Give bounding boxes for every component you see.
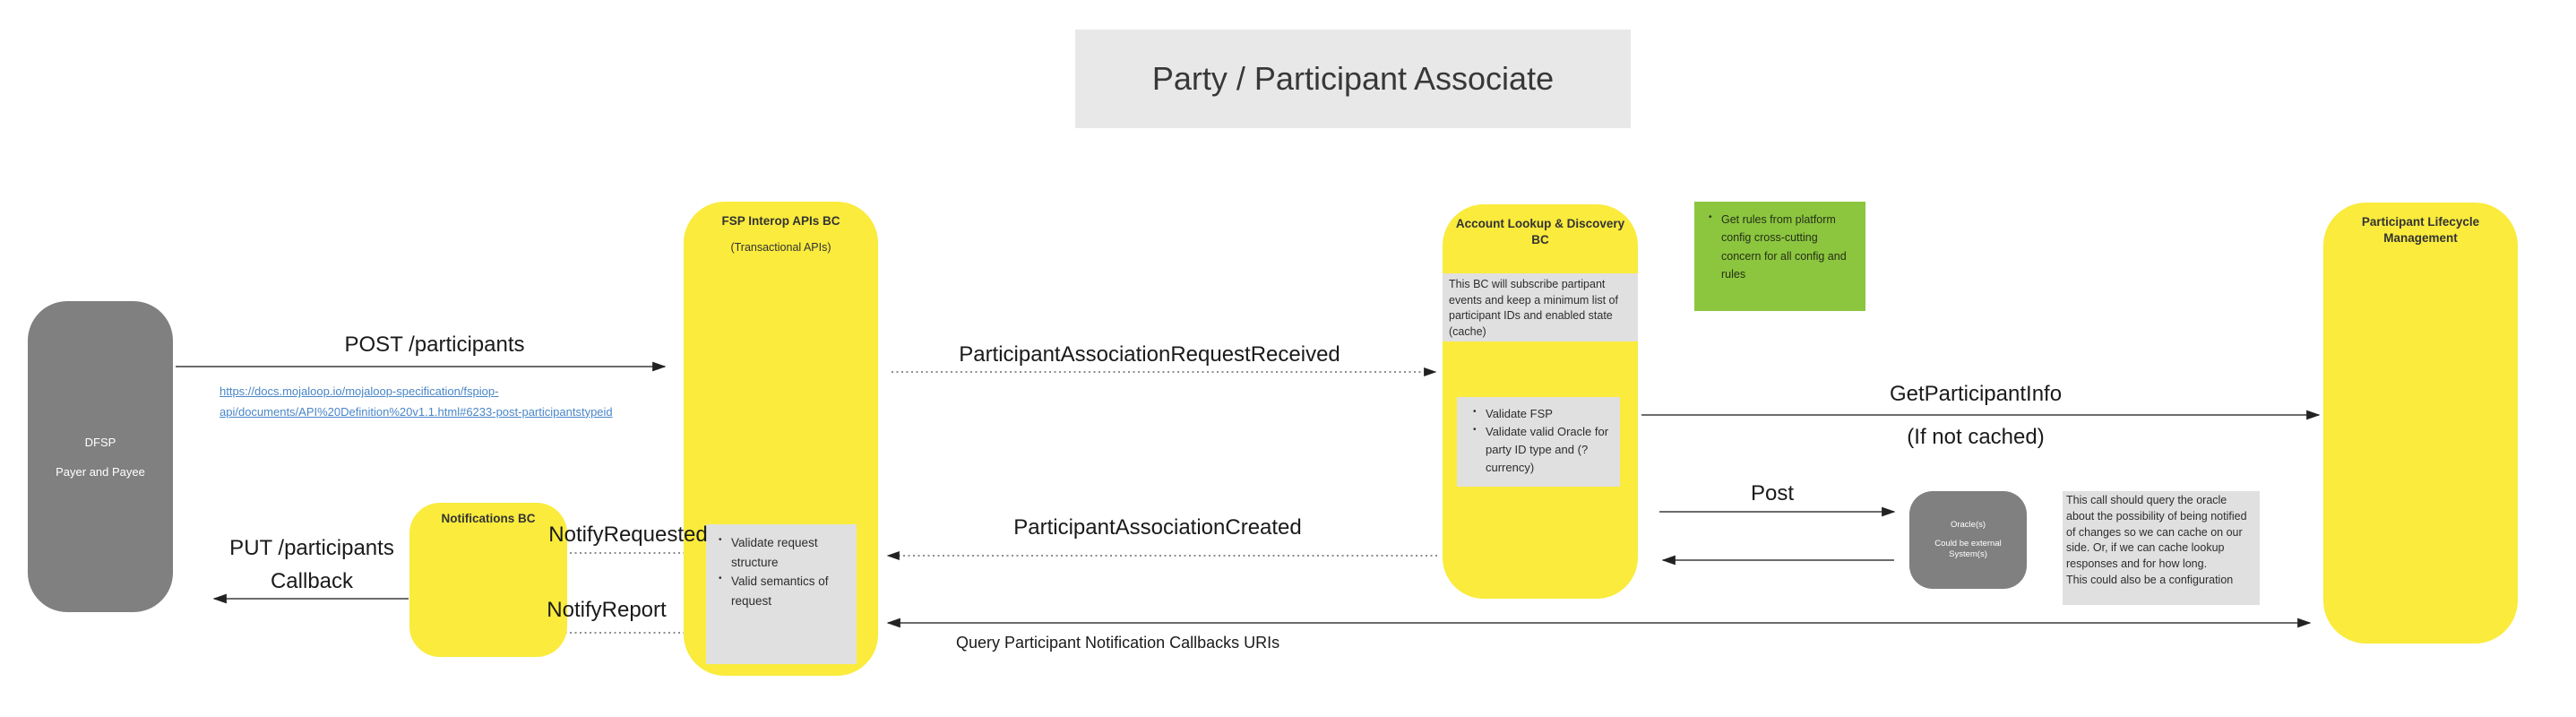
label-query-notification-callbacks-uris: Query Participant Notification Callbacks…	[956, 634, 1280, 652]
oracle-cache-note: This call should query the oracle about …	[2063, 491, 2260, 605]
label-notify-report: NotifyReport	[547, 598, 667, 622]
platform-rules-item: Get rules from platform config cross-cut…	[1709, 211, 1858, 283]
notifications-title: Notifications BC	[441, 512, 536, 525]
participant-lifecycle-title: Participant Lifecycle Management	[2361, 215, 2480, 245]
dfsp-role: Payer and Payee	[56, 464, 145, 479]
put-participants-line1: PUT /participants	[229, 536, 394, 560]
label-post-participants: POST /participants	[344, 333, 525, 357]
fsp-validation-note: Validate request structure Valid semanti…	[706, 524, 857, 664]
account-lookup-validation-item: Validate valid Oracle for party ID type …	[1473, 423, 1613, 477]
oracle-subtitle: Could be external System(s)	[1934, 539, 2002, 559]
link-line[interactable]: https://docs.mojaloop.io/mojaloop-specif…	[220, 384, 499, 398]
account-lookup-validation-note: Validate FSP Validate valid Oracle for p…	[1457, 397, 1620, 487]
put-participants-line2: Callback	[270, 569, 354, 594]
account-lookup-title: Account Lookup & Discovery BC	[1455, 217, 1625, 246]
oracle-cache-note-text: This call should query the oracle about …	[2066, 494, 2247, 570]
label-participant-association-created: ParticipantAssociationCreated	[1013, 515, 1302, 540]
post-participants-spec-link[interactable]: https://docs.mojaloop.io/mojaloop-specif…	[220, 382, 613, 423]
fsp-validation-item: Valid semantics of request	[719, 572, 833, 610]
dfsp-name: DFSP	[84, 435, 116, 449]
fsp-interop-subtitle: (Transactional APIs)	[730, 240, 831, 254]
label-participant-association-request-received: ParticipantAssociationRequestReceived	[959, 342, 1340, 367]
actor-oracle: Oracle(s) Could be external System(s)	[1909, 491, 2027, 589]
diagram-title-box: Party / Participant Associate	[1075, 30, 1631, 128]
oracle-cache-note-text2: This could also be a configuration	[2066, 573, 2234, 586]
label-post: Post	[1750, 481, 1795, 505]
page-title: Party / Participant Associate	[1151, 60, 1555, 97]
label-get-participant-info: GetParticipantInfo	[1889, 382, 2063, 406]
fsp-validation-item: Validate request structure	[719, 533, 833, 572]
fsp-interop-title: FSP Interop APIs BC	[721, 214, 840, 228]
oracle-name: Oracle(s)	[1950, 520, 1986, 531]
label-notify-requested: NotifyRequested	[548, 523, 708, 547]
account-lookup-validation-item: Validate FSP	[1473, 405, 1613, 423]
actor-notifications-bc: Notifications BC	[409, 503, 567, 657]
actor-participant-lifecycle-management: Participant Lifecycle Management	[2323, 203, 2518, 644]
account-lookup-note: This BC will subscribe partipant events …	[1443, 273, 1638, 341]
actor-dfsp: DFSP Payer and Payee	[28, 301, 173, 612]
platform-rules-note: Get rules from platform config cross-cut…	[1694, 202, 1865, 311]
label-put-participants-callback: PUT /participants Callback	[229, 531, 394, 598]
link-line[interactable]: api/documents/API%20Definition%20v1.1.ht…	[220, 404, 613, 419]
label-if-not-cached: (If not cached)	[1907, 425, 2045, 449]
